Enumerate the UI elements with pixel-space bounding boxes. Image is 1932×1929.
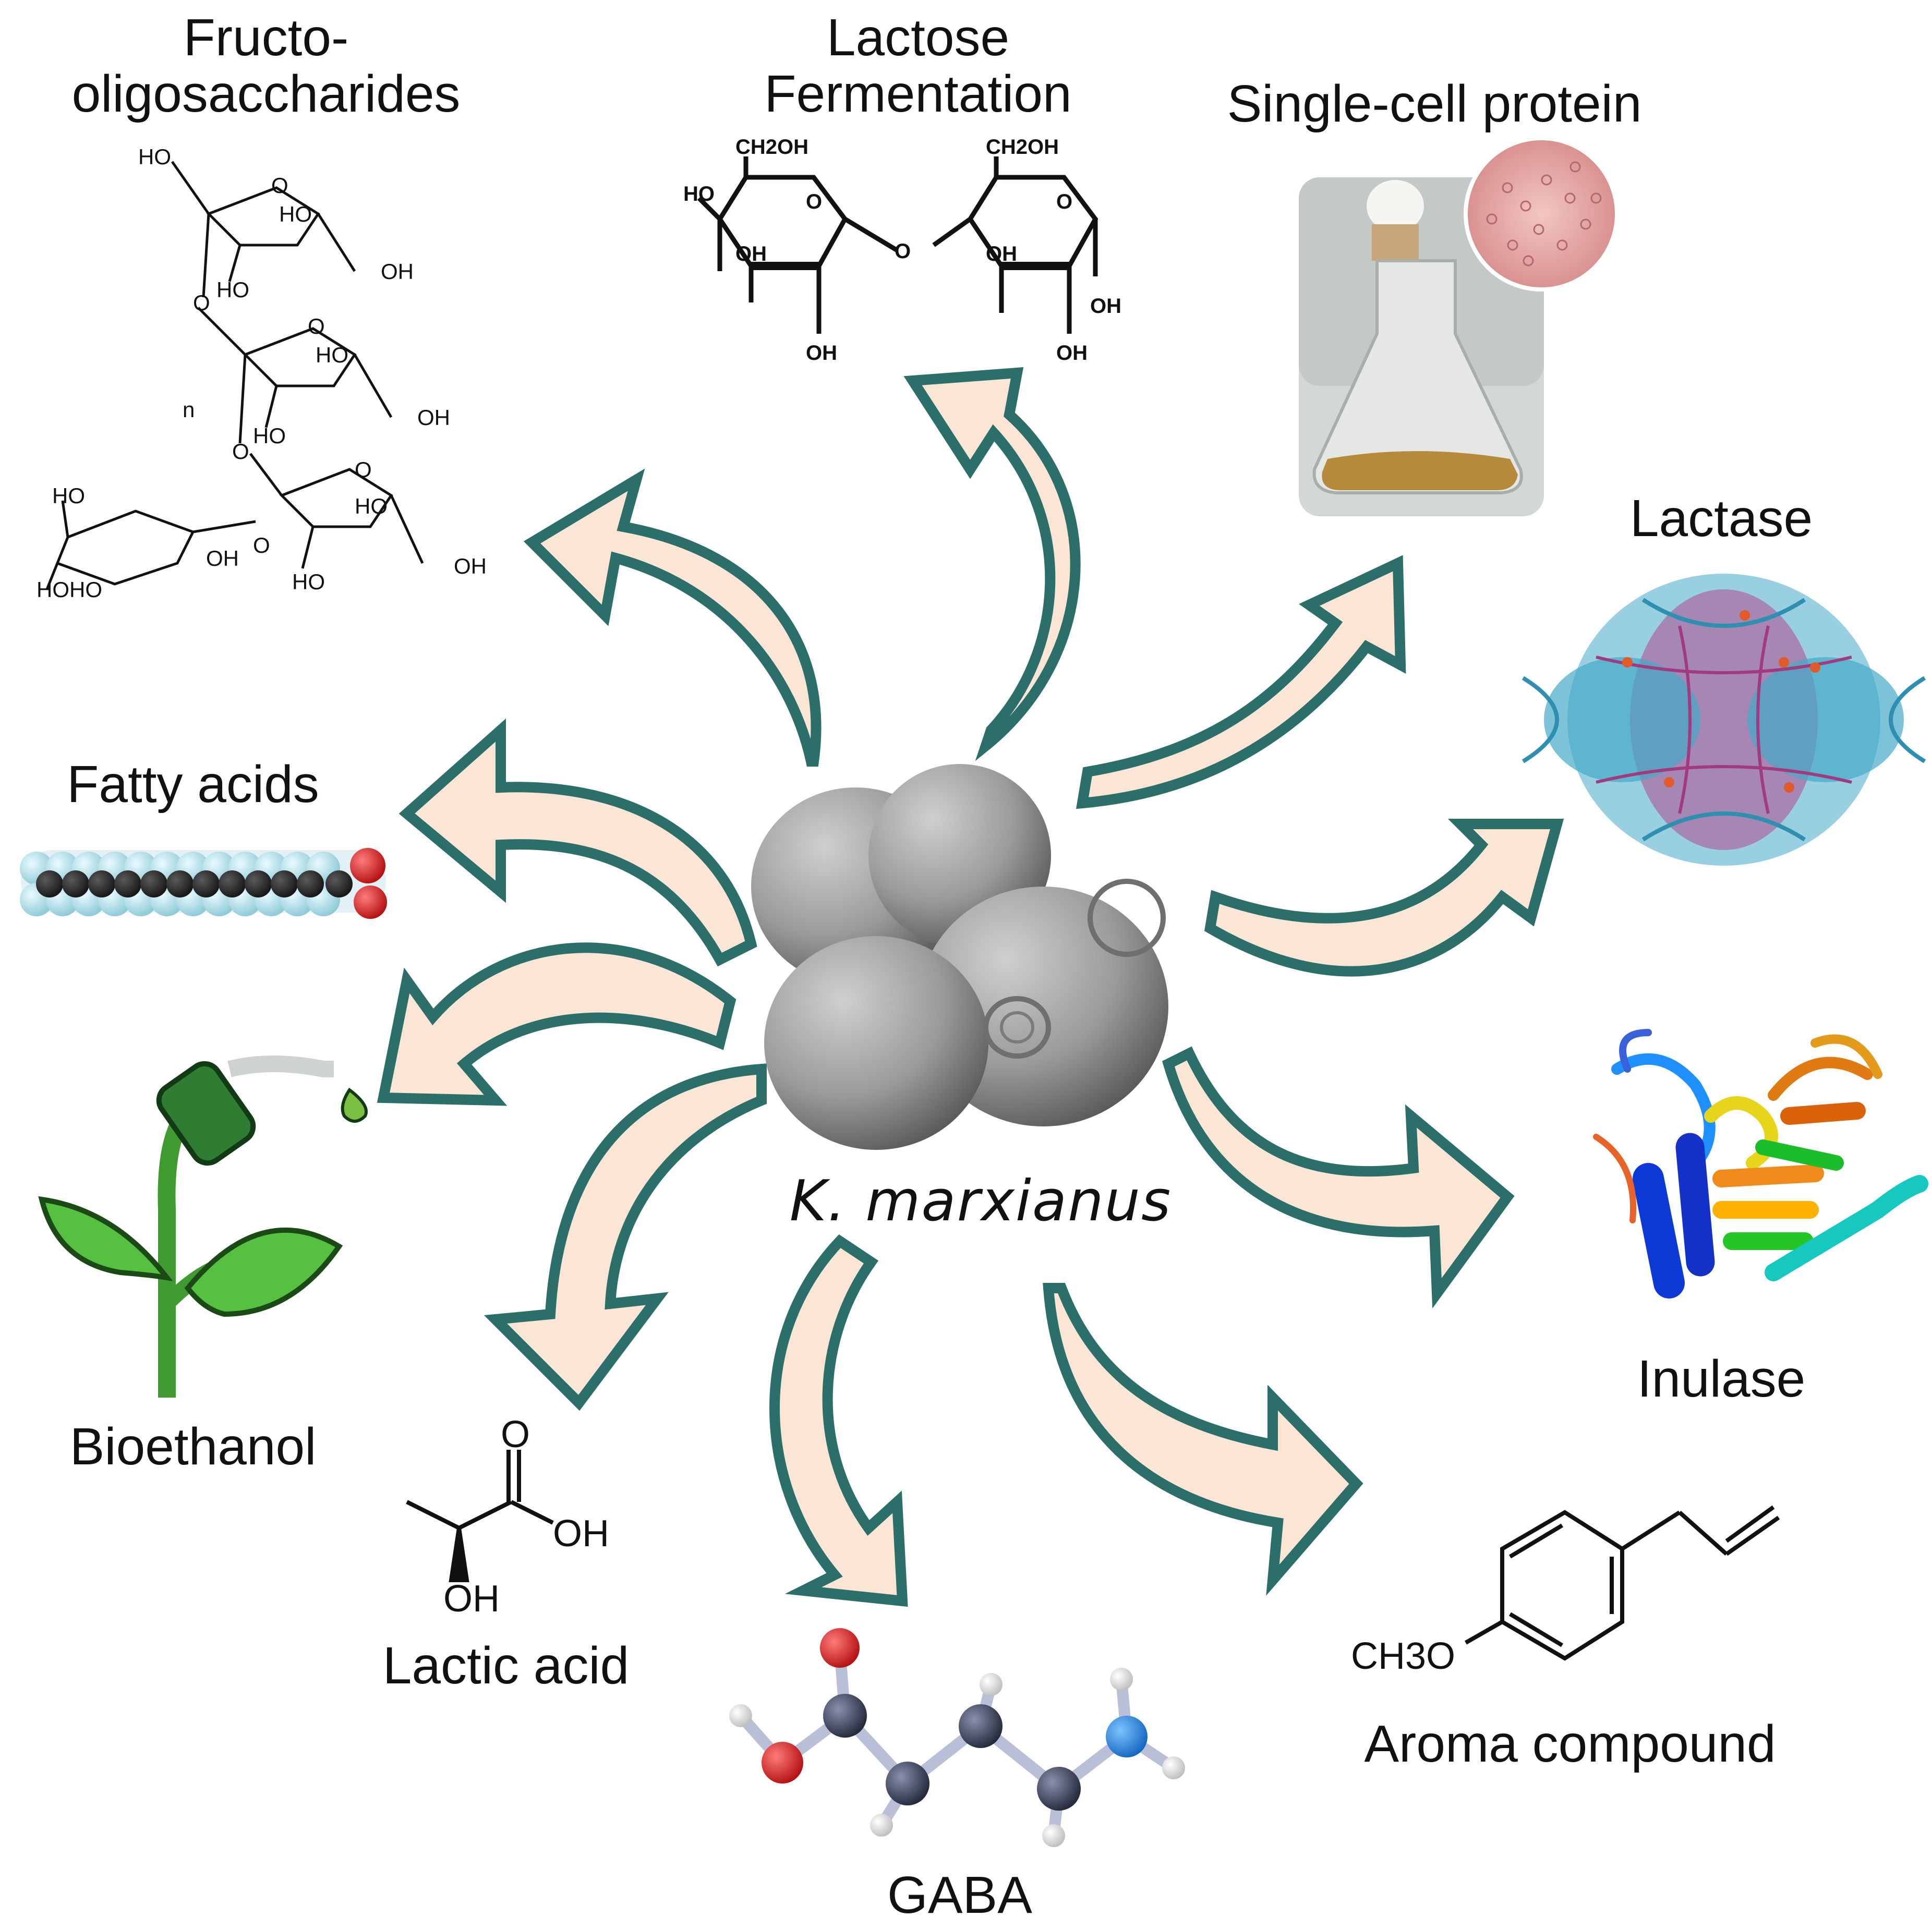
inulase-protein-icon [1593,1029,1928,1299]
svg-text:HO: HO [52,483,85,508]
arrows-group [377,367,1564,1607]
arrow-to-inulase [1162,1046,1515,1309]
svg-text:O: O [253,533,270,557]
svg-text:HO: HO [216,277,249,302]
arrow-to-lactase [1204,819,1564,977]
lactic-acid-structure-icon [406,1450,554,1582]
svg-text:O: O [232,439,249,464]
aroma-ch3o-label: CH3O [1351,1635,1455,1677]
fatty-acid-spacefill-icon [20,848,387,919]
organism-label: K. marxianus [790,1169,1172,1234]
svg-text:OH: OH [206,546,239,571]
svg-text:OH: OH [1056,342,1088,365]
arrow-to-fatty-acids [399,718,757,967]
label-fructo-oligosaccharides: Fructo- oligosaccharides [71,8,461,123]
arrow-to-bioethanol [377,942,736,1106]
arrow-to-lactose [903,367,1081,761]
svg-text:HO: HO [683,183,715,205]
label-inulase: Inulase [1637,1350,1806,1408]
svg-text:HO: HO [253,423,286,448]
svg-text:O: O [1056,190,1072,213]
label-lactic-acid: Lactic acid [382,1636,630,1695]
svg-text:O: O [271,173,288,198]
label-gaba: GABA [887,1866,1032,1924]
arrow-to-fos [523,468,822,767]
fos-atom-labels: HO O HO OH HO O O HO n OH HO O HO O HO O… [37,144,487,602]
svg-text:O: O [308,314,325,338]
svg-text:CH2OH: CH2OH [986,136,1059,159]
svg-text:OH: OH [986,242,1017,265]
svg-text:n: n [183,397,195,422]
lactose-atom-labels: CH2OH CH2OH HO O O OH OH O OH OH OH [683,136,1121,365]
fos-structure-icon [45,161,424,590]
lactose-structure-icon [697,156,1098,334]
label-aroma-compound: Aroma compound [1364,1715,1776,1773]
svg-text:O: O [501,1414,530,1455]
yeast-cells-image [751,764,1168,1150]
svg-text:OH: OH [553,1513,609,1555]
svg-text:HO: HO [316,343,348,367]
flask-culture-photo [1299,136,1619,516]
gaba-ball-stick-icon [729,1628,1185,1847]
svg-text:O: O [895,240,911,263]
svg-text:OH: OH [443,1578,500,1620]
svg-text:OH: OH [1090,295,1121,318]
label-lactase: Lactase [1629,489,1813,548]
svg-text:O: O [806,190,822,213]
arrow-to-lactic-acid [484,1063,767,1411]
svg-text:CH2OH: CH2OH [735,136,808,159]
arrow-to-single-cell-protein [1076,555,1406,809]
svg-text:OH: OH [735,242,767,265]
label-bioethanol: Bioethanol [69,1417,317,1476]
svg-text:HO: HO [138,144,171,169]
arrow-to-gaba [769,1234,908,1607]
plant-fuel-nozzle-icon [38,1056,368,1398]
arrow-to-aroma-compound [1043,1283,1363,1596]
svg-text:O: O [193,290,210,315]
lactic-atom-labels: O OH OH [443,1414,609,1620]
svg-text:O: O [355,457,372,482]
svg-text:OH: OH [381,259,414,284]
estragole-structure-icon [1465,1505,1780,1661]
svg-text:HO: HO [292,569,325,594]
svg-text:HO: HO [355,494,388,518]
svg-text:OH: OH [806,342,837,365]
lactase-protein-icon [1522,574,1926,866]
svg-text:OH: OH [417,405,450,430]
svg-text:OH: OH [454,554,487,578]
label-fatty-acids: Fatty acids [67,755,319,814]
svg-text:HOHO: HOHO [37,577,102,602]
svg-text:HO: HO [279,202,312,226]
label-single-cell-protein: Single-cell protein [1227,75,1642,133]
label-lactose-fermentation: Lactose Fermentation [764,8,1072,123]
